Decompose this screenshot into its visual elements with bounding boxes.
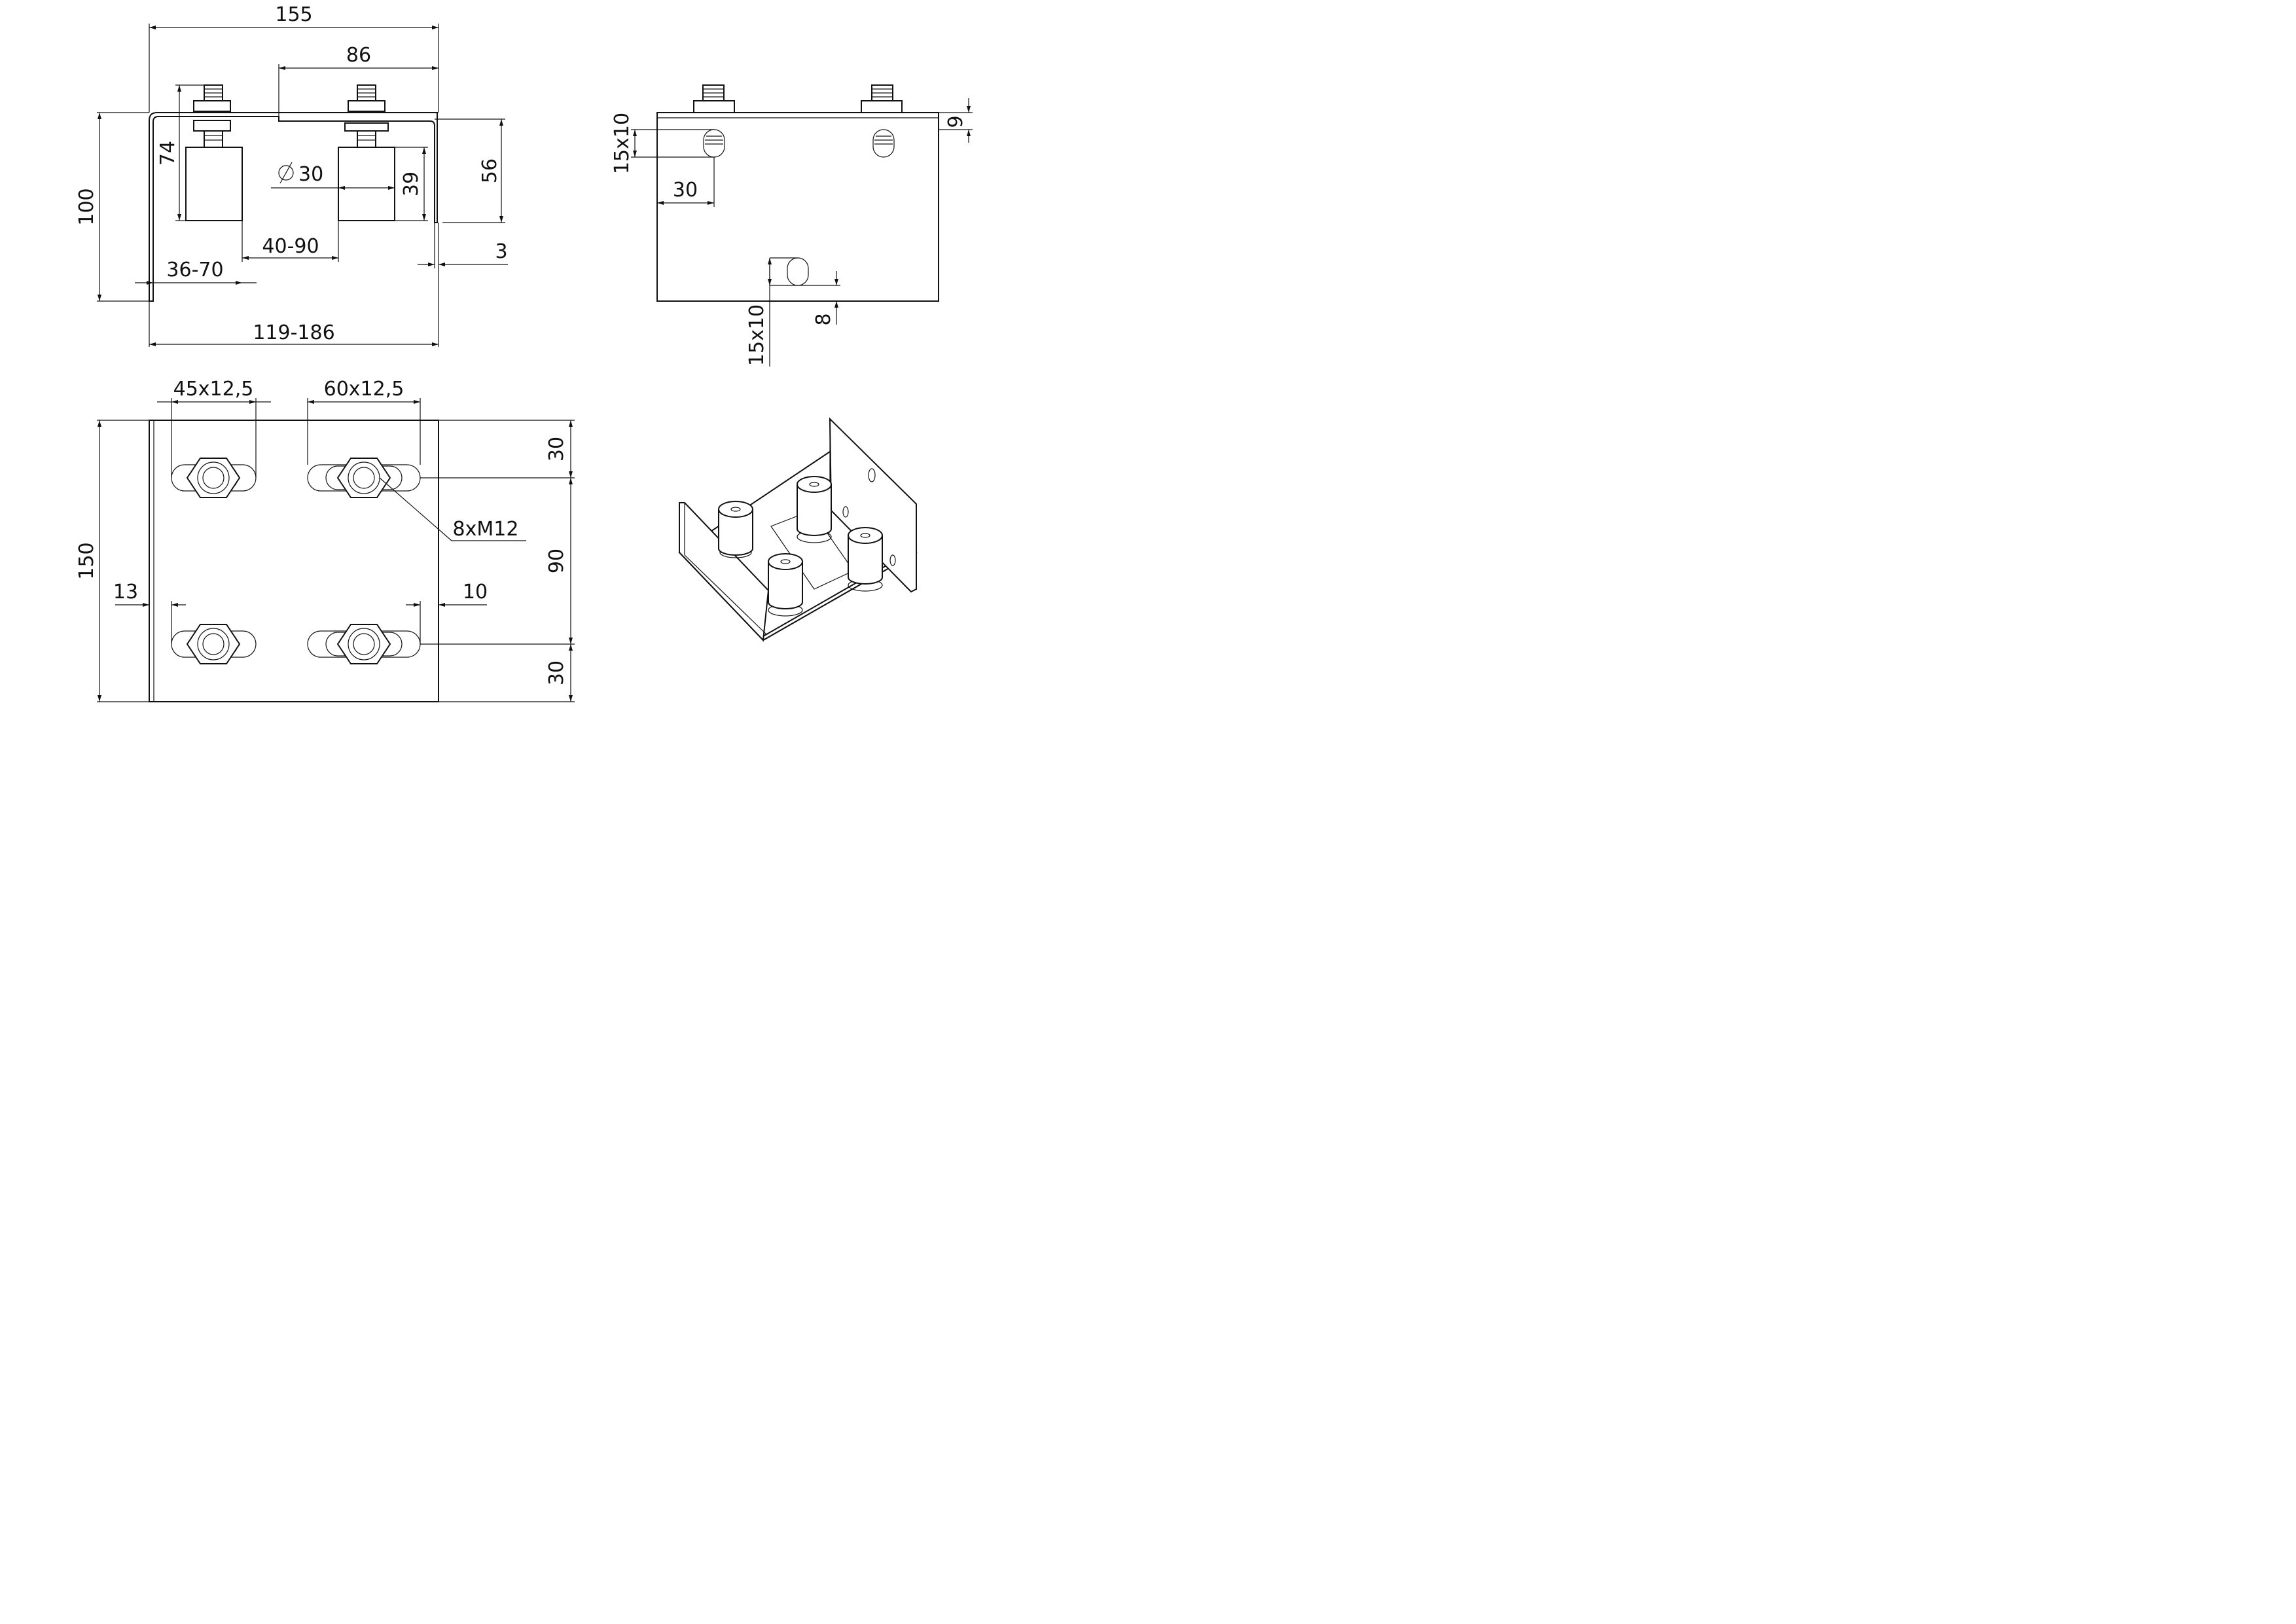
iso-roller-4 — [768, 553, 803, 617]
slot-top-left — [171, 458, 257, 498]
dim-36-70: 36-70 — [166, 259, 223, 281]
dim-86: 86 — [346, 44, 371, 67]
label-8xm12: 8xM12 — [453, 518, 519, 541]
slot-bottom-right — [307, 624, 421, 664]
dim-40-90: 40-90 — [262, 235, 319, 258]
dim-30-side: 30 — [673, 179, 698, 202]
plan-plate — [149, 420, 439, 702]
dim-45x12-5: 45x12,5 — [173, 378, 254, 401]
side-bolt-right — [861, 84, 903, 113]
dim-13: 13 — [113, 581, 138, 604]
dim-30-bottom: 30 — [545, 660, 568, 685]
side-slot-right — [872, 129, 895, 158]
dim-100: 100 — [75, 188, 98, 225]
side-plate — [656, 112, 939, 302]
isometric-view — [678, 417, 918, 642]
dim-10: 10 — [463, 581, 488, 604]
dim-155: 155 — [275, 3, 312, 26]
front-view: 155 86 100 74 30 39 56 40-90 — [75, 3, 508, 347]
dim-60x12-5: 60x12,5 — [324, 378, 404, 401]
dim-8: 8 — [812, 313, 835, 325]
slot-bottom-left — [171, 624, 257, 664]
side-view: 15x10 9 30 15x10 8 — [611, 84, 973, 367]
roller-right — [338, 84, 395, 221]
roller-left — [185, 84, 243, 221]
dim-15x10-bottom: 15x10 — [745, 304, 768, 366]
dim-119-186: 119-186 — [253, 321, 334, 344]
side-slot-bottom — [787, 257, 809, 286]
iso-left-wall — [679, 502, 770, 642]
iso-roller-2 — [797, 476, 832, 543]
iso-roller-1 — [718, 501, 753, 558]
dim-74: 74 — [156, 141, 179, 166]
iso-roller-3 — [848, 527, 883, 592]
side-bolt-left — [693, 84, 735, 113]
dim-39: 39 — [400, 171, 423, 196]
bracket-profile — [149, 112, 438, 302]
plan-view: 45x12,5 60x12,5 150 30 90 30 13 10 — [75, 378, 575, 702]
dim-diameter-30: 30 — [298, 163, 323, 186]
dim-90: 90 — [545, 549, 568, 573]
dim-150: 150 — [75, 542, 98, 579]
technical-drawing: 155 86 100 74 30 39 56 40-90 — [75, 3, 973, 702]
dim-9: 9 — [944, 115, 967, 128]
slot-top-right — [307, 458, 421, 498]
dim-30-top: 30 — [545, 437, 568, 461]
dim-15x10-top: 15x10 — [611, 113, 634, 174]
dim-56: 56 — [478, 158, 501, 183]
dim-3: 3 — [495, 240, 507, 263]
side-slot-left — [703, 129, 725, 158]
